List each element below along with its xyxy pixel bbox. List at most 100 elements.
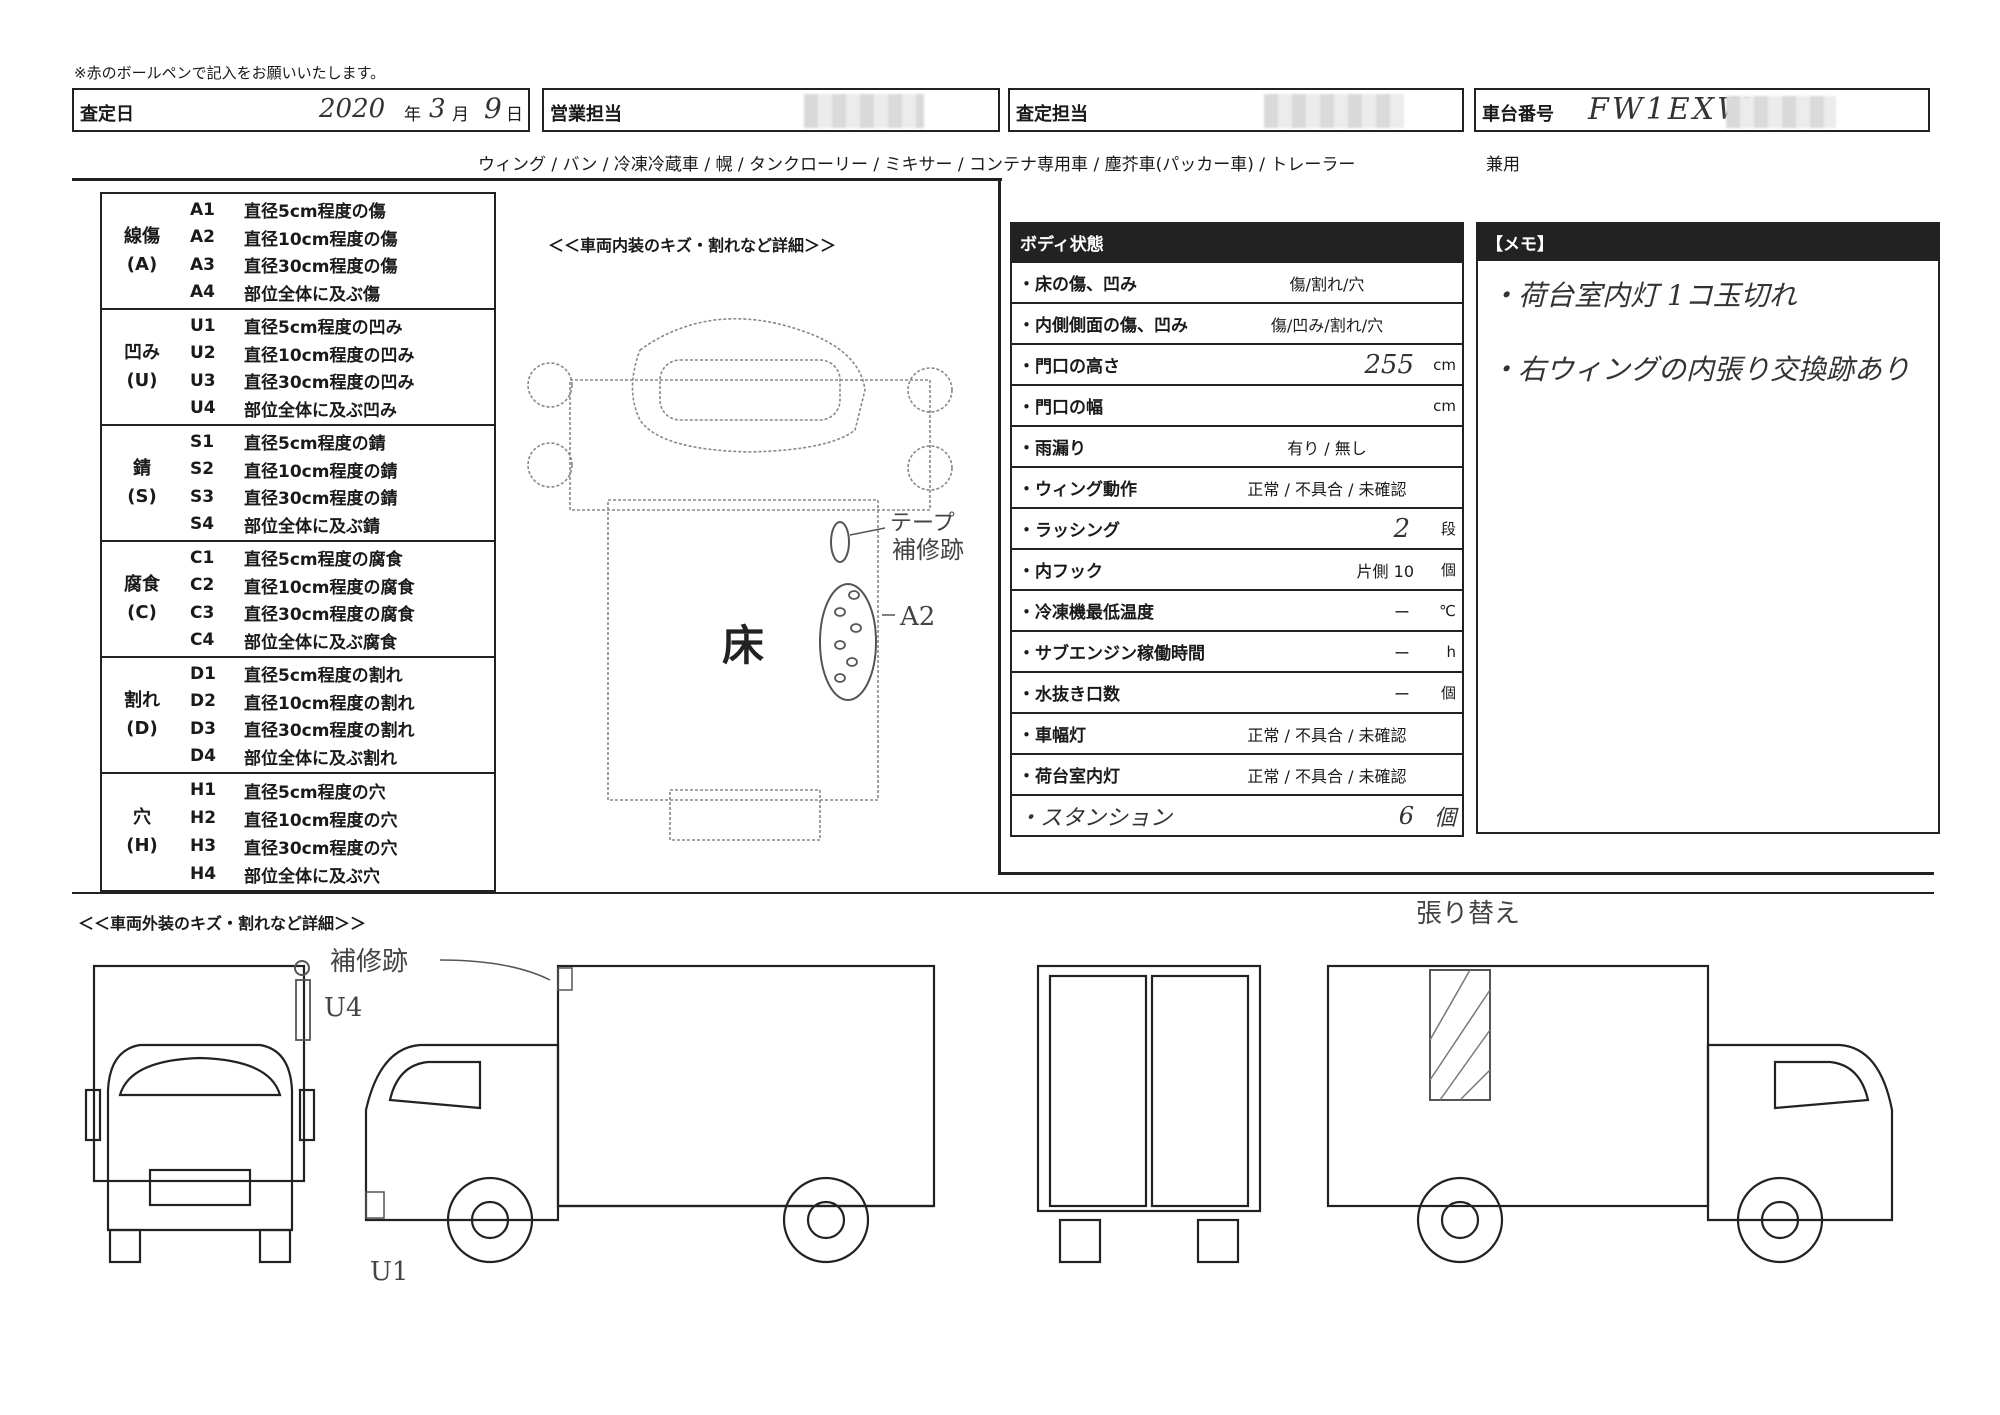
front-wheel-left <box>108 1228 142 1264</box>
legend-desc: 直径10cm程度の凹み <box>244 345 415 366</box>
right-front-hub <box>1760 1200 1800 1240</box>
date-year[interactable]: 2020 <box>319 94 386 124</box>
note-repair-exterior: 補修跡 <box>330 947 408 977</box>
scratch-mark <box>834 640 846 650</box>
row-floor-damage[interactable]: ・床の傷、凹み傷/割れ/穴 <box>1012 261 1462 302</box>
legend-category: 錆 <box>133 458 151 479</box>
legend-code: C1 <box>190 547 215 568</box>
front-wheel-right <box>258 1228 292 1264</box>
legend-desc: 直径10cm程度の錆 <box>244 461 398 482</box>
row-freezer-min-temp[interactable]: ・冷凍機最低温度ー℃ <box>1012 589 1462 630</box>
right-cargo-box <box>1326 964 1710 1208</box>
row-label: ・サブエンジン稼働時間 <box>1018 644 1205 664</box>
left-front-hub <box>470 1200 510 1240</box>
row-label: ・ラッシング <box>1018 521 1120 541</box>
note-repair-interior: 補修跡 <box>892 536 964 564</box>
date-day[interactable]: 9 <box>484 92 502 125</box>
row-value: 255 <box>1364 349 1414 380</box>
right-front-wheel <box>1736 1176 1824 1264</box>
row-side-marker-lamp[interactable]: ・車幅灯正常 / 不具合 / 未確認 <box>1012 712 1462 753</box>
scratch-mark <box>846 657 858 667</box>
memo-line-1[interactable]: ・荷台室内灯 1コ玉切れ <box>1490 279 1797 312</box>
legend-desc: 直径5cm程度の錆 <box>244 434 386 455</box>
legend-item: S2 直径10cm程度の錆 <box>182 456 494 484</box>
legend-desc: 直径30cm程度の凹み <box>244 373 415 394</box>
tape-repair-mark <box>830 521 850 563</box>
truck-front-view <box>84 964 316 1264</box>
row-value: 傷/凹み/割れ/穴 <box>1270 315 1384 335</box>
right-rear-hub <box>1440 1200 1480 1240</box>
row-rain-leak[interactable]: ・雨漏り有り / 無し <box>1012 425 1462 466</box>
legend-desc: 直径10cm程度の穴 <box>244 810 398 831</box>
exterior-section-title: ＜＜車両外装のキズ・割れなど詳細＞＞ <box>78 914 367 933</box>
row-value: 正常 / 不具合 / 未確認 <box>1247 725 1407 745</box>
legend-code: S3 <box>190 486 215 507</box>
legend-category: 線傷 <box>124 226 160 247</box>
left-cab-outline <box>364 1043 560 1222</box>
front-mirror-left <box>84 1088 102 1142</box>
legend-desc: 部位全体に及ぶ穴 <box>244 866 380 887</box>
note-u4: U4 <box>324 993 362 1023</box>
row-drain-count[interactable]: ・水抜き口数ー個 <box>1012 671 1462 712</box>
truck-rear-view <box>1036 964 1262 1264</box>
repair-mark-front <box>294 960 310 976</box>
legend-desc: 直径10cm程度の腐食 <box>244 577 415 598</box>
row-value: ー <box>1393 684 1410 704</box>
replaced-panel-hatch <box>1429 969 1491 1101</box>
row-inner-side-damage[interactable]: ・内側側面の傷、凹み傷/凹み/割れ/穴 <box>1012 302 1462 343</box>
rear-box-outline <box>1036 964 1262 1213</box>
legend-desc: 直径30cm程度の割れ <box>244 721 415 742</box>
interior-floor-diagram: 床 テープ 補修跡 A2 <box>527 317 964 841</box>
row-label: ・ウィング動作 <box>1018 480 1137 500</box>
legend-category-code: (D) <box>126 718 158 739</box>
combined-option: 兼用 <box>1486 155 1520 175</box>
row-cargo-room-lamp[interactable]: ・荷台室内灯正常 / 不具合 / 未確認 <box>1012 753 1462 794</box>
note-u1: U1 <box>370 1257 408 1287</box>
sales-rep-box: 営業担当 <box>542 88 1000 132</box>
rear-door-left <box>1048 974 1148 1208</box>
row-value: 6 <box>1398 801 1414 830</box>
front-windshield <box>118 1056 282 1097</box>
date-month[interactable]: 3 <box>429 94 446 124</box>
row-value: ー <box>1393 602 1410 622</box>
legend-code: H3 <box>190 836 217 856</box>
legend-code: D4 <box>190 746 216 767</box>
memo-line-2[interactable]: ・右ウィングの内張り交換跡あり <box>1490 353 1911 386</box>
legend-category-code: (U) <box>126 370 158 391</box>
legend-category-code: (A) <box>126 254 158 275</box>
chassis-number-box: 車台番号 FW1EXW- <box>1474 88 1930 132</box>
divider-exterior <box>72 892 1934 894</box>
legend-code: S2 <box>190 459 215 480</box>
row-unit: cm <box>1433 355 1456 374</box>
row-value: 有り / 無し <box>1287 438 1367 458</box>
row-wing-operation[interactable]: ・ウィング動作正常 / 不具合 / 未確認 <box>1012 466 1462 507</box>
legend-code: A2 <box>190 227 215 248</box>
legend-code: A4 <box>190 282 215 303</box>
interior-section-title: ＜＜車両内装のキズ・割れなど詳細＞＞ <box>548 236 837 255</box>
legend-code: U2 <box>190 343 216 364</box>
legend-desc: 直径30cm程度の腐食 <box>244 605 415 626</box>
legend-category: 腐食 <box>124 574 160 595</box>
exterior-truck-diagram: 補修跡 U4 U1 張り替え <box>84 899 1894 1287</box>
legend-category-code: (C) <box>127 602 157 623</box>
row-label: ・冷凍機最低温度 <box>1018 603 1154 623</box>
legend-desc: 直径10cm程度の割れ <box>244 693 415 714</box>
a2-damage-area <box>819 583 877 701</box>
